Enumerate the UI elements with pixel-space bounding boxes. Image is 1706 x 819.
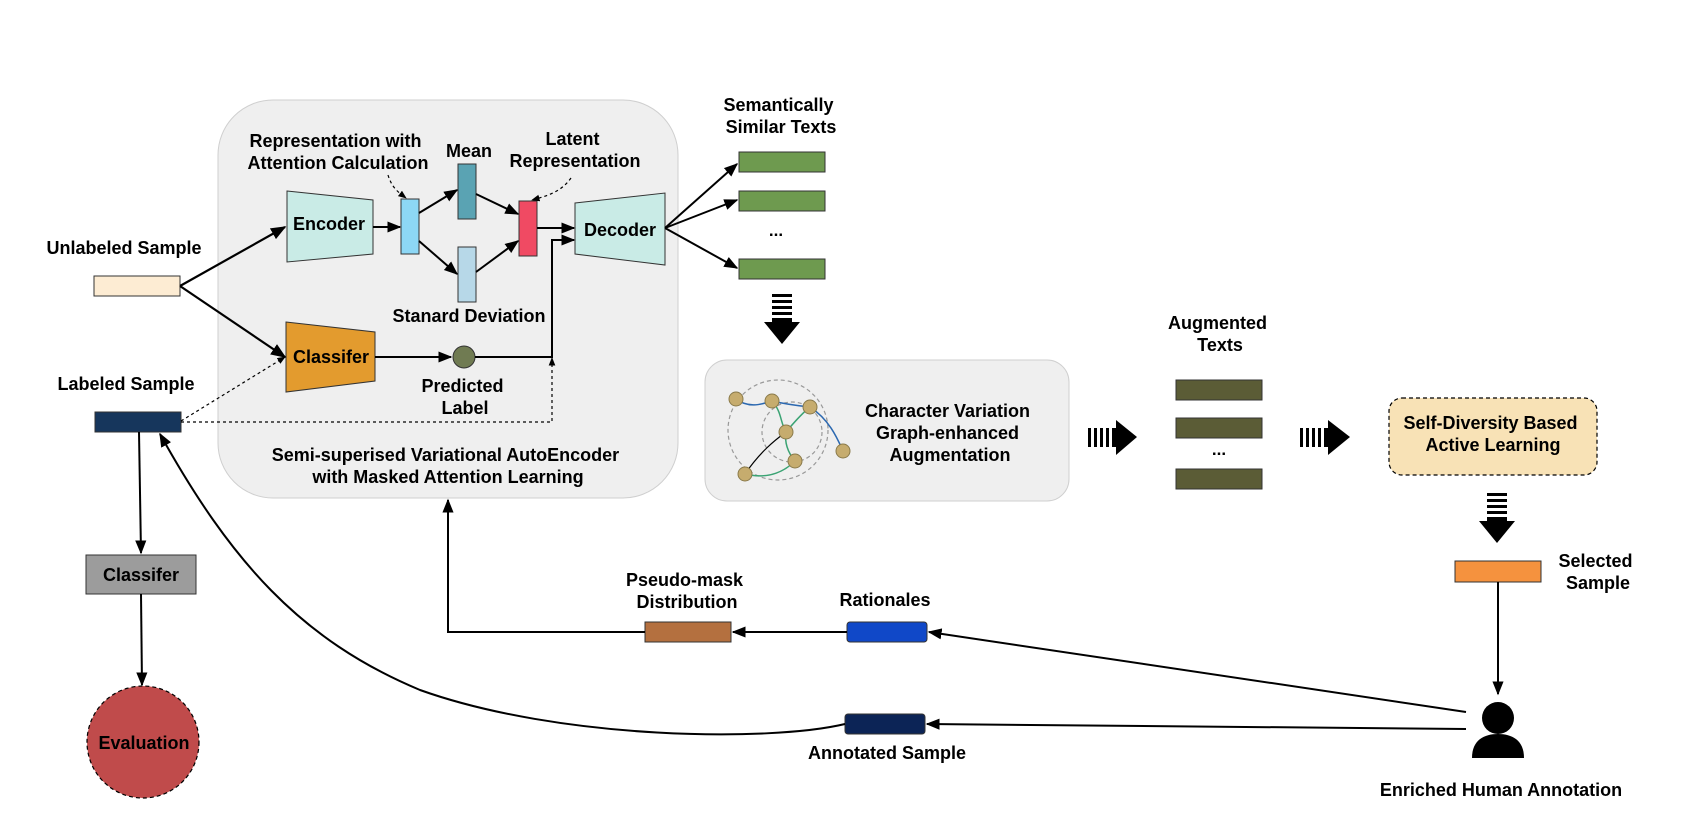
striped-right-arrow-icon xyxy=(1300,420,1350,455)
labeled-sample-bar xyxy=(94,411,182,433)
evaluation-label: Evaluation xyxy=(98,733,189,753)
attention-to-mean-arrow xyxy=(418,189,459,214)
classifier-to-evaluation-arrow xyxy=(136,593,148,687)
annotated-sample-bar xyxy=(844,713,926,735)
classifier-label: Classifer xyxy=(293,347,369,367)
decoder-to-text3-arrow xyxy=(664,227,739,269)
decoder-to-text2-arrow xyxy=(664,199,739,229)
unlabeled-sample-bar xyxy=(93,275,181,297)
active-learning-label: Self-Diversity Based Active Learning xyxy=(1403,413,1582,455)
rationales-label: Rationales xyxy=(839,590,930,610)
semantic-text-bar xyxy=(738,151,826,173)
decoder-label: Decoder xyxy=(584,220,656,240)
semantic-text-bar xyxy=(738,258,826,280)
augmented-ellipsis: ... xyxy=(1212,440,1226,459)
pseudo-mask-bar xyxy=(644,621,732,643)
human-to-annotated-arrow xyxy=(925,718,1467,730)
striped-down-arrow-icon xyxy=(1479,493,1515,543)
pseudo-mask-to-vae-arrow xyxy=(442,498,645,633)
attention-label: Representation with Attention Calculatio… xyxy=(248,131,429,173)
encoder-block xyxy=(286,190,374,263)
augmented-title: Augmented Texts xyxy=(1168,313,1272,355)
classifier-block xyxy=(285,321,376,393)
selected-sample-bar xyxy=(1454,560,1542,583)
unlabeled-sample-label: Unlabeled Sample xyxy=(46,238,201,258)
decoder-to-text1-arrow xyxy=(664,163,739,229)
annotated-sample-label: Annotated Sample xyxy=(808,743,966,763)
semantic-ellipsis: ... xyxy=(769,221,783,240)
label-to-decoder-arrow xyxy=(475,234,576,358)
augmented-text-bar xyxy=(1175,379,1263,401)
mean-vector xyxy=(457,163,477,220)
unlabeled-to-encoder-arrow xyxy=(179,226,287,287)
predicted-label-node xyxy=(452,345,476,369)
augmentation-label: Character Variation Graph-enhanced Augme… xyxy=(865,401,1035,465)
annotated-to-labeled-arrow xyxy=(159,432,846,736)
striped-right-arrow-icon xyxy=(1088,420,1137,455)
rationales-bar xyxy=(846,621,928,643)
augmented-text-bar xyxy=(1175,417,1263,439)
unlabeled-to-classifier-arrow xyxy=(179,285,287,358)
latent-label: Latent Representation xyxy=(509,129,640,171)
evaluation-node xyxy=(86,685,200,799)
augmented-text-bar xyxy=(1175,468,1263,490)
mean-to-latent-arrow xyxy=(475,193,520,215)
std-to-latent-arrow xyxy=(475,240,520,273)
vae-title: Semi-superised Variational AutoEncoder w… xyxy=(272,445,624,487)
active-learning-box xyxy=(1388,397,1598,476)
std-vector xyxy=(457,246,477,303)
character-graph-icon xyxy=(727,379,851,482)
semantic-title: Semantically Similar Texts xyxy=(723,95,838,137)
eval-classifier-label: Classifer xyxy=(103,565,179,585)
attention-vector xyxy=(400,198,420,255)
labeled-to-classifier-dashed xyxy=(180,356,286,422)
eval-classifier-box xyxy=(85,554,197,595)
person-icon xyxy=(1472,702,1524,758)
std-label: Stanard Deviation xyxy=(392,306,545,326)
pseudo-mask-label: Pseudo-mask Distribution xyxy=(626,570,748,612)
attention-to-std-arrow xyxy=(418,240,459,275)
latent-vector xyxy=(518,200,538,257)
encoder-label: Encoder xyxy=(293,214,365,234)
human-annotation-label: Enriched Human Annotation xyxy=(1380,780,1622,800)
selected-sample-label: Selected Sample xyxy=(1558,551,1637,593)
semantic-text-bar xyxy=(738,190,826,212)
mean-label: Mean xyxy=(446,141,492,161)
striped-down-arrow-icon xyxy=(764,294,800,344)
predicted-label: Predicted Label xyxy=(421,376,508,418)
human-to-rationales-arrow xyxy=(927,628,1467,713)
labeled-to-classifier-eval-arrow xyxy=(135,431,147,555)
labeled-sample-label: Labeled Sample xyxy=(57,374,194,394)
